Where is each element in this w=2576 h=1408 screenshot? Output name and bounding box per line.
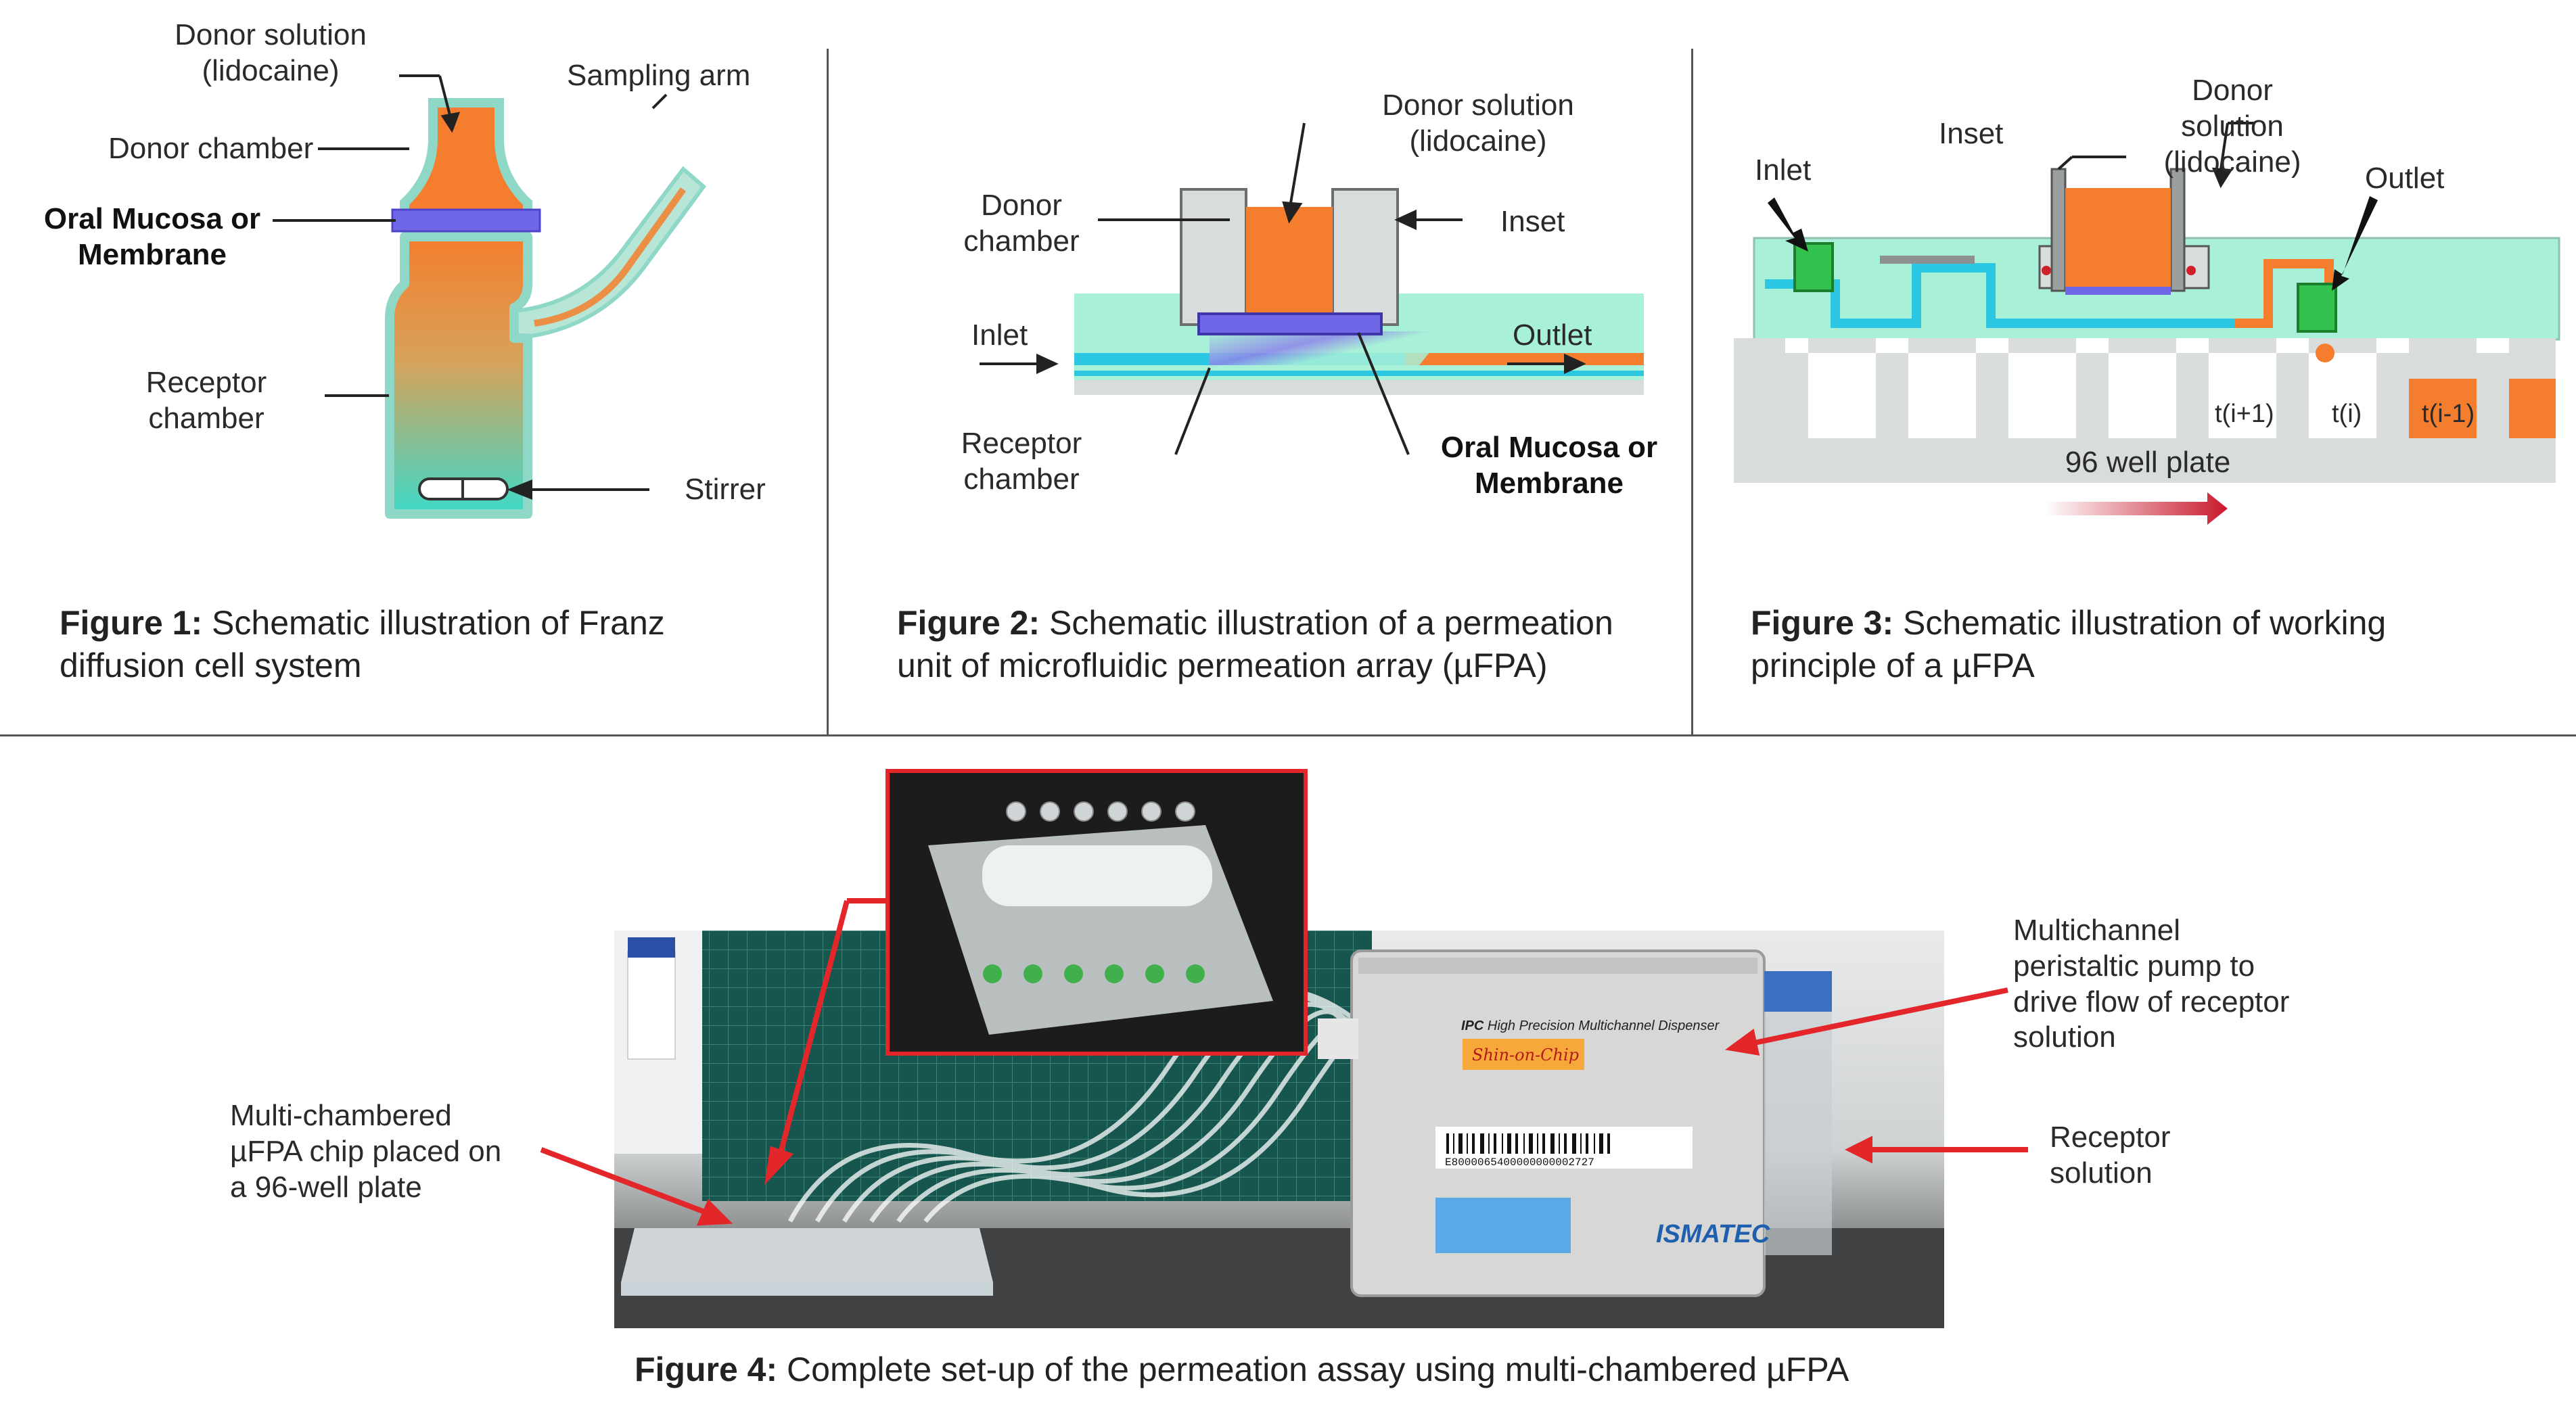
membrane-bar: [391, 208, 541, 233]
pump-tag-text: Shin-on-Chip: [1472, 1046, 1580, 1064]
direction-arrow: [2045, 492, 2228, 525]
well-plate-photo: [621, 1228, 993, 1282]
inlet-arrow: [1768, 197, 1808, 252]
inset-right-wall: [1331, 188, 1399, 326]
inset-walls: [2050, 168, 2067, 292]
inlet-fitting: [1793, 242, 1834, 292]
fig4-caption: Figure 4: Complete set-up of the permeat…: [635, 1351, 1849, 1388]
donor-solution-fill: [1246, 207, 1333, 322]
pump-brand-text: ISMATEC: [1656, 1220, 1770, 1248]
outlet-fitting: [2297, 283, 2337, 333]
fig1-donor-chamber-label: Donor chamber: [108, 132, 314, 165]
well-t-cur: [2409, 379, 2477, 438]
inset-left-wall: [1180, 188, 1247, 326]
fig3-t-prev-label: t(i-1): [2422, 400, 2475, 428]
outlet-arrow: [2332, 196, 2378, 291]
horizontal-divider: [0, 734, 2576, 736]
donor-solution-fill: [2065, 188, 2171, 288]
permeation-unit-diagram: [980, 122, 1644, 455]
membrane-bar: [1197, 312, 1383, 335]
fig3-inlet-label: Inlet: [1755, 154, 1812, 187]
fig1-sampling-arm-label: Sampling arm: [567, 59, 751, 92]
fig3-outlet-label: Outlet: [2365, 162, 2445, 195]
sampling-arm-shape: [512, 166, 707, 341]
donor-chamber-shape: [400, 98, 532, 220]
fig1-donor-solution-label: Donor solution(lidocaine): [175, 18, 367, 87]
chip-inset-photo: [886, 769, 1308, 1056]
fig2-inlet-label: Inlet: [971, 319, 1028, 352]
fig3-plate-label: 96 well plate: [2065, 446, 2231, 479]
channel-right: [1406, 353, 1644, 365]
ufpa-working-principle-diagram: [1734, 122, 2560, 525]
fig2-outlet-label: Outlet: [1513, 319, 1592, 352]
membrane-bar: [2065, 287, 2171, 295]
fig3-t-next-label: t(i+1): [2215, 400, 2274, 428]
blue-spec-label: [1435, 1198, 1571, 1253]
vertical-divider-1: [827, 49, 829, 734]
pump-model-text: IPC High Precision Multichannel Dispense…: [1461, 1018, 1720, 1033]
barcode-text: E8000065400000000002727: [1445, 1156, 1594, 1169]
receptor-chamber-shape: [385, 232, 532, 519]
fig1-stirrer-label: Stirrer: [685, 473, 766, 506]
fig2-caption: Figure 2: Schematic illustration of a pe…: [897, 604, 1613, 684]
fig3-t-cur-label: t(i): [2332, 400, 2362, 428]
fig3-caption: Figure 3: Schematic illustration of work…: [1751, 604, 2387, 684]
pump-tag: [1463, 1039, 1584, 1070]
fig1-caption: Figure 1: Schematic illustration of Fran…: [60, 604, 665, 684]
franz-cell-diagram: [273, 74, 707, 519]
vertical-divider-2: [1691, 49, 1693, 734]
fig2-donor-solution-label: Donor solution(lidocaine): [1382, 89, 1574, 158]
well-t-prev: [2509, 379, 2556, 438]
fig3-inset-label: Inset: [1939, 117, 2004, 150]
fig2-inset-label: Inset: [1500, 205, 1565, 238]
well-cutouts: [1808, 353, 2376, 438]
